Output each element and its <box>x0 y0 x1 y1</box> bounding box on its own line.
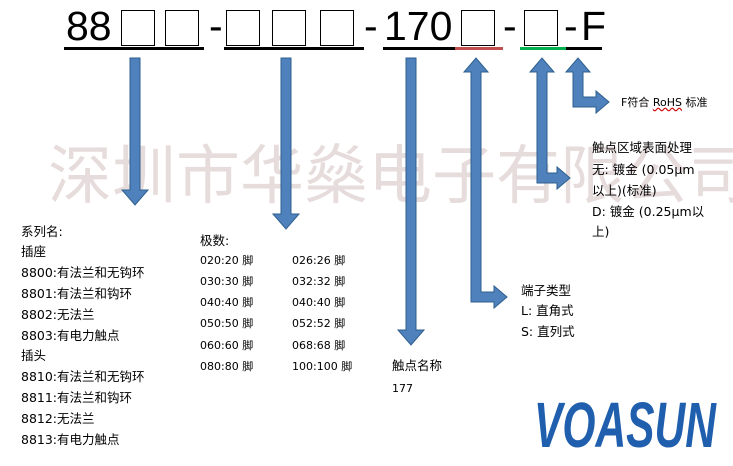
poles-item: 026:26 脚 <box>292 254 346 267</box>
down-arrow-contact <box>396 57 426 346</box>
poles-item: 050:50 脚 <box>200 317 254 330</box>
part-prefix-88: 88 <box>66 3 112 49</box>
poles-item: 032:32 脚 <box>292 275 346 288</box>
placeholder-box <box>461 10 495 46</box>
terminal-item: S: 直列式 <box>521 324 575 339</box>
plating-title: 触点区域表面处理 <box>592 140 693 155</box>
poles-item: 080:80 脚 <box>200 360 254 373</box>
series-item: 8800:有法兰和无钩环 <box>21 265 145 280</box>
plating-line: 上) <box>592 224 610 239</box>
dash-3: - <box>503 3 517 49</box>
series-group2-title: 插头 <box>21 348 47 363</box>
dash-2: - <box>364 3 378 49</box>
placeholder-box <box>524 10 558 46</box>
placeholder-box <box>320 10 354 46</box>
placeholder-box <box>165 10 199 46</box>
logo-text: VOASUN <box>534 389 717 456</box>
poles-item: 040:40 脚 <box>292 296 346 309</box>
elbow-arrow-rohs <box>564 57 610 115</box>
series-item: 8811:有法兰和钩环 <box>21 390 133 405</box>
series-title: 系列名: <box>21 224 63 239</box>
plating-line: 以上)(标准) <box>592 183 657 198</box>
underline-series <box>64 47 204 50</box>
underline-rohs <box>566 47 602 50</box>
voasun-logo: VOASUN <box>534 389 717 456</box>
terminal-item: L: 直角式 <box>521 303 574 318</box>
down-arrow-poles <box>271 57 301 230</box>
part-suffix-f: F <box>581 3 607 49</box>
dash-1: - <box>209 3 223 49</box>
poles-item: 052:52 脚 <box>292 317 346 330</box>
underline-poles <box>224 47 364 50</box>
series-item: 8803:有电力触点 <box>21 328 120 343</box>
contact-name-title: 触点名称 <box>392 358 443 373</box>
poles-item: 060:60 脚 <box>200 339 254 352</box>
elbow-arrow-plating <box>528 57 571 191</box>
down-arrow-series <box>120 57 150 206</box>
terminal-title: 端子类型 <box>521 283 572 298</box>
series-item: 8801:有法兰和钩环 <box>21 286 133 301</box>
poles-item: 020:20 脚 <box>200 254 254 267</box>
elbow-arrow-terminal <box>462 57 508 310</box>
series-item: 8810:有法兰和无钩环 <box>21 369 145 384</box>
series-item: 8812:无法兰 <box>21 411 95 426</box>
series-item: 8802:无法兰 <box>21 307 95 322</box>
part-170: 170 <box>384 3 453 49</box>
rohs-note: F符合 RoHS 标准 <box>621 96 708 109</box>
underline-contact <box>383 47 455 50</box>
poles-item: 030:30 脚 <box>200 275 254 288</box>
series-item: 8813:有电力触点 <box>21 432 120 447</box>
underline-terminal <box>455 47 503 50</box>
poles-title: 极数: <box>200 233 230 248</box>
placeholder-box <box>121 10 155 46</box>
poles-item: 040:40 脚 <box>200 296 254 309</box>
contact-name-value: 177 <box>392 382 413 395</box>
dash-4: - <box>564 3 578 49</box>
plating-line: D: 镀金 (0.25μm以 <box>592 204 705 219</box>
series-group1-title: 插座 <box>21 244 47 259</box>
poles-item: 100:100 脚 <box>292 360 353 373</box>
placeholder-box <box>272 10 306 46</box>
poles-item: 068:68 脚 <box>292 339 346 352</box>
placeholder-box <box>226 10 260 46</box>
plating-line: 无: 镀金 (0.05μm <box>592 162 695 177</box>
underline-plating <box>520 47 566 50</box>
